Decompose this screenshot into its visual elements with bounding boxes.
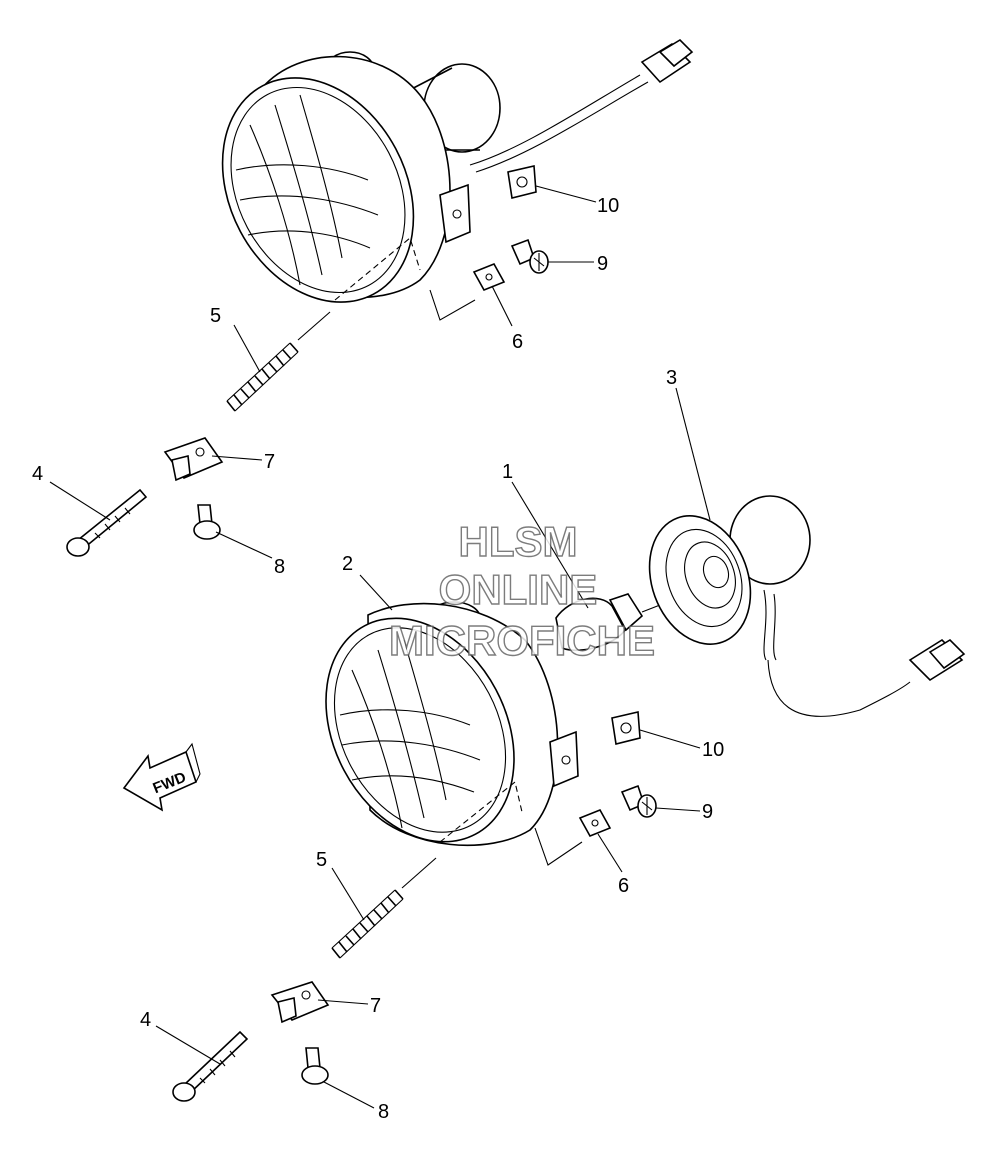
upper-nut-10 <box>507 165 537 199</box>
lower-clip-6 <box>578 808 612 838</box>
lower-screw-9 <box>620 784 657 818</box>
callout-7-upper: 7 <box>264 451 275 473</box>
callout-8-lower: 8 <box>378 1101 389 1123</box>
lower-lens-pattern <box>339 639 481 829</box>
watermark-line-1: HLSM <box>459 518 578 565</box>
bulb-1 <box>555 593 661 652</box>
lower-screw-8 <box>301 1047 329 1085</box>
watermark-line-2: ONLINE <box>439 566 598 613</box>
callout-6-upper: 6 <box>512 331 523 353</box>
callout-7-lower: 7 <box>370 995 381 1017</box>
callout-8-upper: 8 <box>274 556 285 578</box>
lower-headlight-lens <box>325 617 515 843</box>
upper-headlight-assembly <box>221 38 694 321</box>
upper-clip-6 <box>472 262 506 292</box>
watermark-line-3: MICROFICHE <box>389 617 655 664</box>
callout-labels: 10 9 6 5 7 4 8 1 2 3 10 9 6 5 7 4 8 <box>32 195 724 1123</box>
callout-5-upper: 5 <box>210 305 221 327</box>
watermark: HLSM ONLINE MICROFICHE <box>388 517 655 664</box>
lower-headlight-assembly <box>325 601 583 866</box>
callout-4-upper: 4 <box>32 463 43 485</box>
lower-spring-5 <box>331 857 437 959</box>
callout-4-lower: 4 <box>140 1009 151 1031</box>
upper-bracket-7 <box>163 437 224 482</box>
upper-lens-pattern <box>235 94 379 286</box>
callout-10-lower: 10 <box>702 739 724 761</box>
lower-bolt-4 <box>172 1030 249 1102</box>
upper-spring-5 <box>226 311 331 412</box>
upper-screw-9 <box>510 238 549 274</box>
callout-10-upper: 10 <box>597 195 619 217</box>
upper-bolt-4 <box>66 488 148 557</box>
lower-bracket-7 <box>270 981 330 1024</box>
callout-3: 3 <box>666 367 677 389</box>
leader-lines <box>49 185 711 1109</box>
callout-9-upper: 9 <box>597 253 608 275</box>
callout-2: 2 <box>342 553 353 575</box>
upper-screw-8 <box>193 504 221 540</box>
callout-1: 1 <box>502 461 513 483</box>
fwd-direction-arrow: FWD <box>122 742 201 812</box>
lower-nut-10 <box>611 711 641 745</box>
callout-5-lower: 5 <box>316 849 327 871</box>
socket-3 <box>648 495 966 717</box>
callout-6-lower: 6 <box>618 875 629 897</box>
callout-9-lower: 9 <box>702 801 713 823</box>
